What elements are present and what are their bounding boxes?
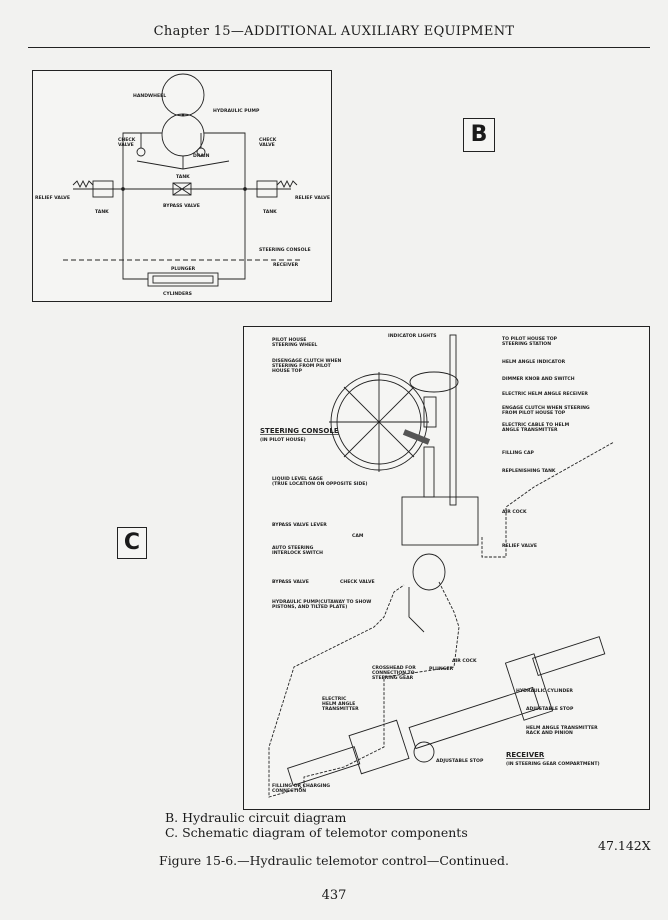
label-tank-left: TANK: [95, 209, 109, 215]
label-hydraulic-pump: HYDRAULIC PUMP: [213, 108, 260, 114]
label-disengage-3: HOUSE TOP: [272, 368, 303, 374]
label-tank-center: TANK: [176, 174, 190, 180]
caption-b: B. Hydraulic circuit diagram: [165, 810, 347, 825]
label-receiver: RECEIVER: [506, 751, 545, 759]
label-bypass-valve: BYPASS VALVE: [163, 203, 200, 209]
label-plunger: PLUNGER: [429, 666, 454, 672]
label-crosshead-2: CONNECTION TO: [372, 670, 415, 676]
label-liquid-gage-2: (TRUE LOCATION ON OPPOSITE SIDE): [272, 481, 368, 487]
label-transmitter-3: TRANSMITTER: [322, 706, 359, 712]
figure-letter-b: B: [463, 118, 495, 152]
label-check-valve-left-2: VALVE: [118, 142, 134, 148]
label-transmitter: ELECTRIC: [322, 696, 347, 702]
label-air-cock-top: AIR COCK: [502, 509, 527, 515]
label-tank-right: TANK: [263, 209, 277, 215]
label-steering-console: STEERING CONSOLE: [259, 247, 311, 253]
label-filling-connection: FILLING OR CHARGING: [272, 783, 330, 789]
label-relief-valve: RELIEF VALVE: [502, 543, 537, 549]
label-liquid-gage: LIQUID LEVEL GAGE: [272, 476, 323, 482]
label-bypass-lever: BYPASS VALVE LEVER: [272, 522, 327, 528]
label-check-valve-right-2: VALVE: [259, 142, 275, 148]
label-drain: DRAIN: [193, 153, 210, 159]
label-helm-indicator: HELM ANGLE INDICATOR: [502, 359, 566, 365]
label-hydraulic-pump: HYDRAULIC PUMP(CUTAWAY TO SHOW: [272, 599, 371, 605]
label-filling-cap: FILLING CAP: [502, 450, 535, 456]
label-disengage-2: STEERING FROM PILOT: [272, 363, 332, 369]
label-disengage: DISENGAGE CLUTCH WHEN: [272, 358, 342, 364]
label-cable-2: ANGLE TRANSMITTER: [502, 427, 558, 433]
label-cylinders: CYLINDERS: [163, 291, 192, 297]
label-engage: ENGAGE CLUTCH WHEN STEERING: [502, 405, 590, 411]
label-engage-2: FROM PILOT HOUSE TOP: [502, 410, 566, 416]
label-air-cock-bottom: AIR COCK: [452, 658, 477, 664]
label-rack-pinion-2: RACK AND PINION: [526, 730, 573, 736]
page-number: 437: [321, 888, 347, 903]
label-adjustable-stop-right: ADJUSTABLE STOP: [526, 706, 574, 712]
label-plunger: PLUNGER: [171, 266, 196, 272]
label-dimmer: DIMMER KNOB AND SWITCH: [502, 376, 575, 382]
label-check-valve-right: CHECK: [259, 137, 277, 143]
label-interlock-2: INTERLOCK SWITCH: [272, 550, 323, 556]
label-check-valve: CHECK VALVE: [340, 579, 375, 585]
label-crosshead-3: STEERING GEAR: [372, 675, 414, 681]
label-receiver-sub: (IN STEERING GEAR COMPARTMENT): [506, 761, 600, 767]
figure-caption: Figure 15-6.—Hydraulic telemotor control…: [159, 853, 509, 868]
label-indicator-lights: INDICATOR LIGHTS: [388, 333, 437, 339]
header-rule: [28, 47, 650, 48]
label-hydraulic-cylinder: HYDRAULIC CYLINDER: [516, 688, 573, 694]
label-to-top: TO PILOT HOUSE TOP: [502, 336, 558, 342]
label-relief-valve-left: RELIEF VALVE: [35, 195, 70, 201]
label-cam: CAM: [352, 533, 364, 539]
label-bypass-valve: BYPASS VALVE: [272, 579, 309, 585]
caption-c: C. Schematic diagram of telemotor compon…: [165, 825, 468, 840]
label-relief-valve-right: RELIEF VALVE: [295, 195, 330, 201]
label-receiver: RECEIVER: [273, 262, 299, 268]
hydraulic-circuit-diagram: HANDWHEEL HYDRAULIC PUMP CHECK VALVE CHE…: [32, 70, 332, 302]
chapter-header: Chapter 15—ADDITIONAL AUXILIARY EQUIPMEN…: [153, 24, 515, 39]
label-adjustable-stop-bottom: ADJUSTABLE STOP: [436, 758, 484, 764]
figure-code: 47.142X: [598, 838, 651, 853]
figure-letter-c: C: [117, 527, 147, 559]
label-transmitter-2: HELM ANGLE: [322, 701, 355, 707]
label-rack-pinion: HELM ANGLE TRANSMITTER: [526, 725, 598, 731]
label-steering-console-sub: (IN PILOT HOUSE): [260, 437, 306, 443]
label-replenishing-tank: REPLENISHING TANK: [502, 468, 556, 474]
label-pilot-wheel: PILOT HOUSE: [272, 337, 306, 343]
label-filling-connection-2: CONNECTION: [272, 788, 306, 794]
label-interlock: AUTO STEERING: [272, 545, 314, 551]
telemotor-schematic-diagram: PILOT HOUSE STEERING WHEEL DISENGAGE CLU…: [243, 326, 650, 810]
label-helm-receiver: ELECTRIC HELM ANGLE RECEIVER: [502, 391, 588, 397]
label-crosshead: CROSSHEAD FOR: [372, 665, 416, 671]
label-cable: ELECTRIC CABLE TO HELM: [502, 422, 570, 428]
label-steering-console: STEERING CONSOLE: [260, 427, 339, 435]
label-to-top-2: STEERING STATION: [502, 341, 551, 347]
label-hydraulic-pump-2: PISTONS, AND TILTED PLATE): [272, 604, 347, 610]
label-check-valve-left: CHECK: [118, 137, 136, 143]
label-pilot-wheel-2: STEERING WHEEL: [272, 342, 317, 348]
label-handwheel: HANDWHEEL: [133, 93, 166, 99]
